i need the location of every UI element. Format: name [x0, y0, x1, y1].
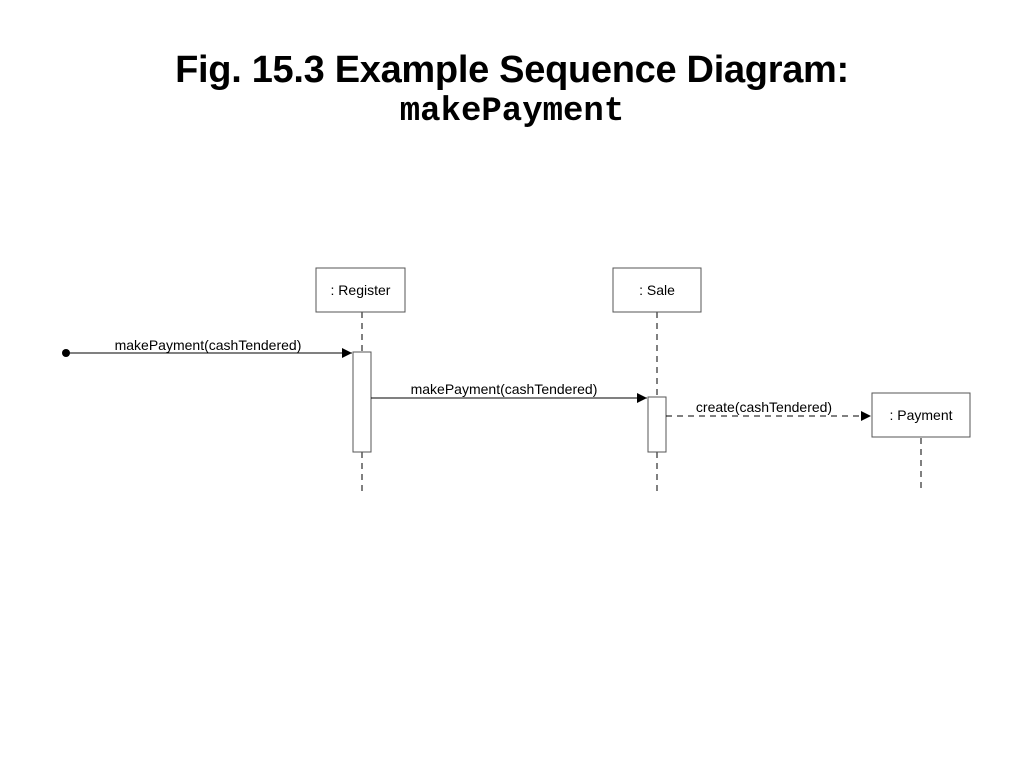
- page-subtitle: makePayment: [399, 93, 625, 131]
- page-title: Fig. 15.3 Example Sequence Diagram:: [175, 49, 849, 91]
- participant-sale-label: : Sale: [639, 282, 675, 298]
- participant-payment: : Payment: [871, 392, 971, 438]
- message-1-label: makePayment(cashTendered): [115, 337, 302, 353]
- activation-register: [352, 351, 372, 453]
- participant-register-label: : Register: [331, 282, 391, 298]
- message-2-label: makePayment(cashTendered): [411, 381, 598, 397]
- message-3-label: create(cashTendered): [696, 399, 832, 415]
- participant-sale: : Sale: [612, 267, 702, 313]
- participant-register: : Register: [315, 267, 406, 313]
- activation-sale: [647, 396, 667, 453]
- participant-payment-label: : Payment: [889, 407, 952, 423]
- title-block: Fig. 15.3 Example Sequence Diagram: make…: [0, 48, 1024, 132]
